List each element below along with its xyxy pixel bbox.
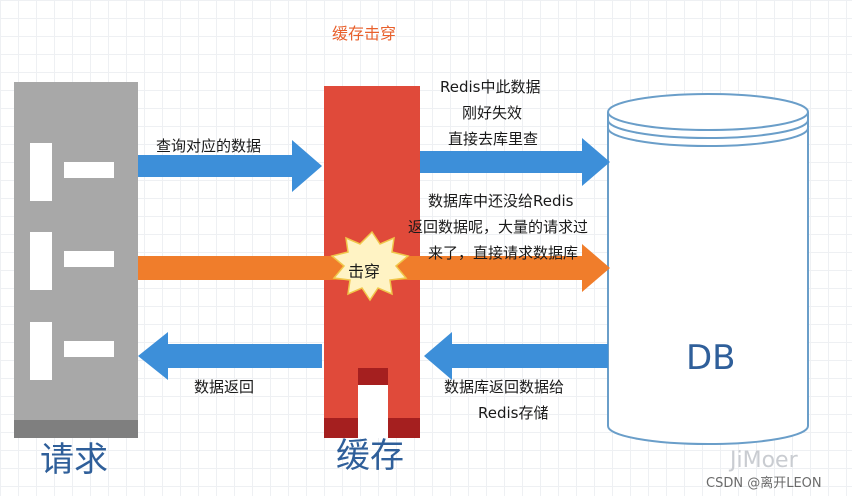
- label-return-data: 数据返回: [194, 378, 255, 396]
- arrow-return: [138, 332, 322, 380]
- cache-foot-left: [324, 418, 358, 438]
- watermark: JiMoer: [730, 448, 798, 473]
- cache-notch: [358, 385, 388, 438]
- arrow-query: [138, 140, 322, 192]
- arrow-cache-to-db: [420, 138, 610, 186]
- cache-slot: [358, 368, 388, 386]
- label-query: 查询对应的数据: [156, 137, 262, 155]
- server-slot-1: [30, 143, 52, 201]
- server-bar-1: [64, 162, 114, 178]
- label-flood-3: 来了，直接请求数据库: [428, 244, 579, 262]
- label-flood-1: 数据库中还没给Redis: [428, 192, 574, 210]
- burst-star: [330, 230, 410, 302]
- server-slot-2: [30, 232, 52, 290]
- server-bar-2: [64, 251, 114, 267]
- db-label: DB: [686, 338, 736, 378]
- arrow-db-to-cache: [424, 332, 608, 380]
- server-bar-3: [64, 341, 114, 357]
- request-server-base: [14, 420, 138, 438]
- credit-text: CSDN @离开LEON: [706, 476, 822, 491]
- label-redis-expire-1: Redis中此数据: [440, 78, 541, 96]
- request-label: 请求: [40, 440, 108, 480]
- label-flood-2: 返回数据呢，大量的请求过: [408, 218, 589, 236]
- burst-label: 击穿: [348, 262, 381, 281]
- diagram-title: 缓存击穿: [332, 24, 397, 43]
- server-slot-3: [30, 322, 52, 380]
- label-redis-expire-2: 刚好失效: [462, 104, 523, 122]
- db-cylinder: [607, 93, 809, 445]
- cache-label: 缓存: [336, 436, 404, 476]
- label-redis-expire-3: 直接去库里查: [448, 130, 539, 148]
- cache-foot-right: [388, 418, 420, 438]
- label-db-return-1: 数据库返回数据给: [444, 378, 565, 396]
- label-db-return-2: Redis存储: [478, 404, 549, 422]
